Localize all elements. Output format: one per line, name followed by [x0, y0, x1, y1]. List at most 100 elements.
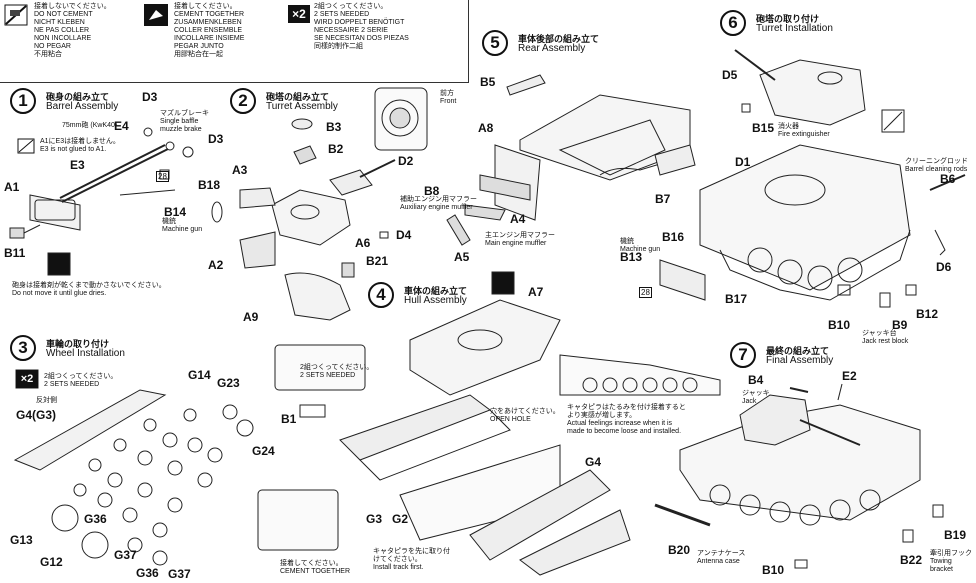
do-not-cement-icon — [4, 4, 28, 26]
part-label: A7 — [528, 285, 544, 299]
part-label: B13 — [620, 250, 643, 264]
part-label: A9 — [243, 310, 259, 324]
step-1-title-jp: 砲身の組み立て — [46, 92, 110, 102]
step-7-number: 7 — [730, 342, 756, 368]
part-label: B12 — [916, 307, 939, 321]
step-6-number: 6 — [720, 10, 746, 36]
part-label: G3 — [366, 512, 383, 526]
part-label: A6 — [355, 236, 371, 250]
step-4-number: 4 — [368, 282, 394, 308]
part-label: D5 — [722, 68, 738, 82]
part-label: B4 — [748, 373, 764, 387]
note-a1-e3: A1にE3は接着しません。E3 is not glued to A1. — [40, 138, 120, 153]
part-label: B22 — [900, 553, 923, 567]
part-label: D4 — [396, 228, 412, 242]
part-label: G12 — [40, 555, 63, 569]
step-5-title-en: Rear Assembly — [518, 43, 586, 54]
part-label: B5 — [480, 75, 496, 89]
step-1-title-en: Barrel Assembly — [46, 101, 119, 112]
part-label: G36 — [136, 566, 159, 580]
step-6-title-jp: 砲塔の取り付け — [756, 14, 820, 24]
part-label: E2 — [842, 369, 857, 383]
part-label: G36 — [84, 512, 107, 526]
two-sets-icon: ×2 — [288, 5, 310, 23]
part-label: B16 — [662, 230, 685, 244]
part-label: B9 — [892, 318, 908, 332]
part-label: G14 — [188, 368, 211, 382]
note-open-hole: 穴をあけてください。OPEN HOLE — [490, 408, 560, 423]
step-3-title-jp: 車輪の取り付け — [46, 339, 110, 349]
step-5-number: 5 — [482, 30, 508, 56]
note-barrel-move: 砲身は接着剤が乾くまで動かさないでください。Do not move it unt… — [12, 282, 166, 297]
note-75mm-gun: 75mm砲 (KwK40) — [62, 122, 118, 129]
note-track-first: キャタピラを先に取り付けてください。Install track first. — [373, 548, 450, 571]
note-track-loose: キャタピラはたるみを付け接着するとより実感が増します。Actual feelin… — [567, 404, 686, 435]
step-1-number: 1 — [10, 88, 36, 114]
part-label: A1 — [4, 180, 20, 194]
part-label: D1 — [735, 155, 751, 169]
part-label: B15 — [752, 121, 775, 135]
step-6-title-en: Turret Installation — [756, 23, 833, 34]
do-not-cement-icon — [17, 138, 35, 154]
step-2-title-jp: 砲塔の組み立て — [266, 92, 330, 102]
part-label: B19 — [944, 528, 967, 542]
part-label: G4(G3) — [16, 408, 57, 422]
part-label: B14 — [164, 205, 187, 219]
part-label: D3 — [142, 90, 158, 104]
step-4-title-jp: 車体の組み立て — [404, 286, 468, 296]
two-sets-icon-wheels: ×2 — [16, 370, 38, 388]
note-cement-together: 接着してください。CEMENT TOGETHER — [280, 560, 351, 575]
symbol-legend — [0, 0, 469, 83]
part-label: G24 — [252, 444, 275, 458]
step-4-title-en: Hull Assembly — [404, 295, 467, 306]
part-label: B10 — [762, 563, 785, 577]
part-label: G2 — [392, 512, 409, 526]
note-two-sets-hull: 2組つくってください。2 SETS NEEDED — [300, 364, 374, 379]
part-label: B8 — [424, 184, 440, 198]
part-label: B20 — [668, 543, 691, 557]
part-label: E4 — [114, 119, 129, 133]
cement-together-icon — [144, 4, 168, 26]
part-label: B18 — [198, 178, 221, 192]
step-2-title-en: Turret Assembly — [266, 101, 338, 112]
note-28b: 28 — [639, 287, 652, 298]
step-7-title-en: Final Assembly — [766, 355, 834, 366]
part-label: B1 — [281, 412, 297, 426]
part-label: D2 — [398, 154, 414, 168]
part-label: E3 — [70, 158, 85, 172]
part-label: B3 — [326, 120, 342, 134]
note-reversed-side: 反対側 — [36, 397, 57, 404]
step-3-title-en: Wheel Installation — [46, 348, 125, 359]
part-label: B17 — [725, 292, 748, 306]
part-label: G4 — [585, 455, 602, 469]
part-label: A3 — [232, 163, 248, 177]
part-label: G23 — [217, 376, 240, 390]
part-label: A5 — [454, 250, 470, 264]
part-label: B2 — [328, 142, 344, 156]
note-28a: 28 — [156, 171, 169, 182]
part-label: B10 — [828, 318, 851, 332]
part-label: D6 — [936, 260, 952, 274]
part-label: A8 — [478, 121, 494, 135]
part-label: B6 — [940, 172, 956, 186]
part-label: D3 — [208, 132, 224, 146]
part-label: A2 — [208, 258, 224, 272]
part-label: A4 — [510, 212, 526, 226]
step-7-title-jp: 最終の組み立て — [766, 346, 830, 356]
note-two-sets-wheels: 2組つくってください。2 SETS NEEDED — [44, 373, 118, 388]
part-label: G13 — [10, 533, 33, 547]
